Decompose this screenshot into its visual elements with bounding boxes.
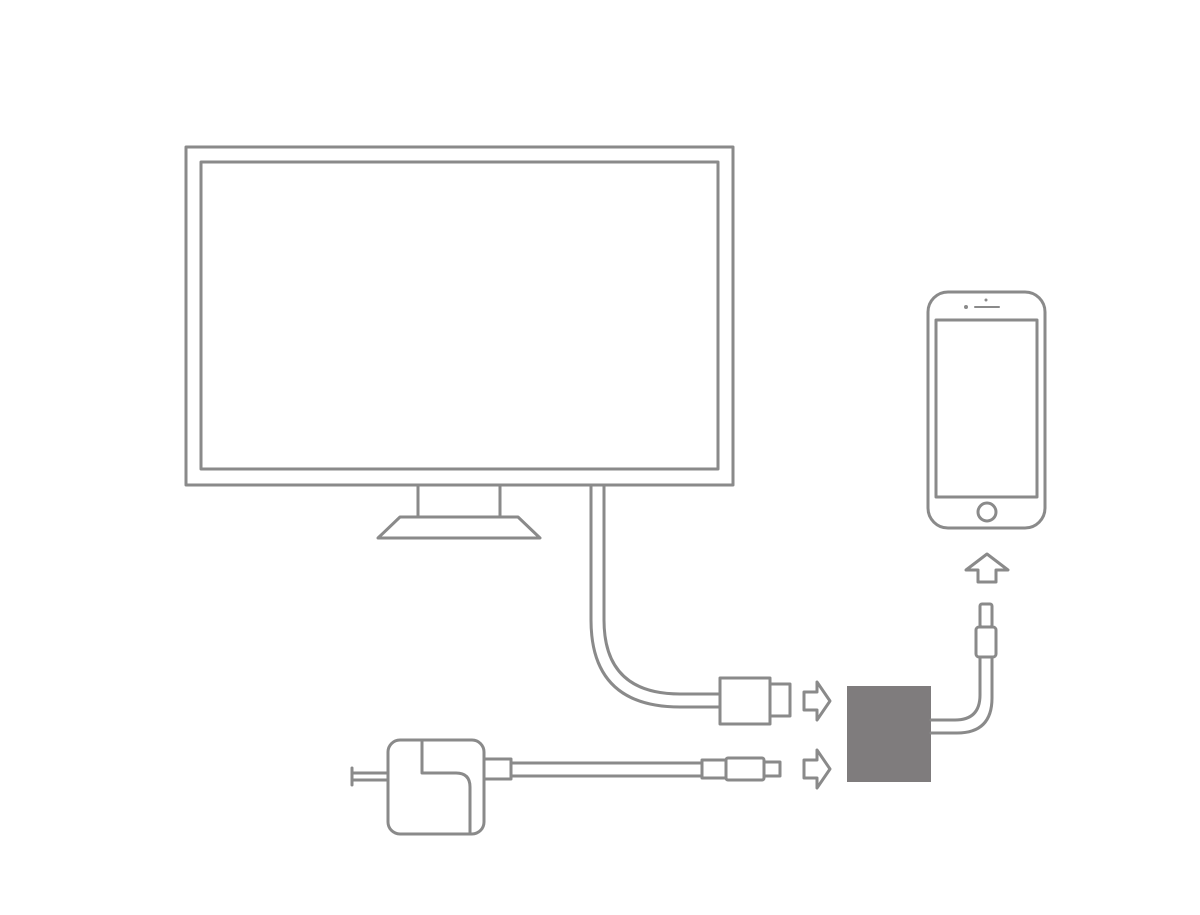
- phone-camera: [964, 305, 968, 309]
- lightning-plug-end: [700, 758, 728, 780]
- arrow-up-icon: [964, 552, 1010, 584]
- monitor-icon: [184, 145, 735, 540]
- power-plug-icon: [350, 738, 486, 836]
- hdmi-cable-outer: [589, 483, 722, 709]
- av-adapter-body: [847, 686, 931, 782]
- lightning-cable-outer: [929, 653, 994, 735]
- lightning-connector-icon: [974, 602, 998, 659]
- arrow-right-icon: [802, 680, 832, 722]
- monitor-stand: [376, 483, 542, 540]
- hdmi-cable-icon: [589, 483, 792, 726]
- lightning-cable-inner: [929, 653, 982, 722]
- arrow-right-icon: [802, 748, 832, 790]
- phone-home-button: [976, 501, 998, 523]
- usb-cable-icon: [482, 756, 782, 782]
- hdmi-plug: [718, 676, 772, 726]
- phone-screen: [934, 318, 1039, 499]
- phone-front-sensor: [984, 298, 988, 302]
- adapter-icon: [847, 653, 994, 782]
- hdmi-cable-inner: [602, 483, 722, 696]
- smartphone-icon: [926, 290, 1047, 530]
- usb-plug-end: [482, 757, 513, 781]
- monitor-screen: [199, 160, 720, 471]
- hdmi-plug-tip: [768, 682, 792, 718]
- power-adapter-body: [386, 738, 486, 836]
